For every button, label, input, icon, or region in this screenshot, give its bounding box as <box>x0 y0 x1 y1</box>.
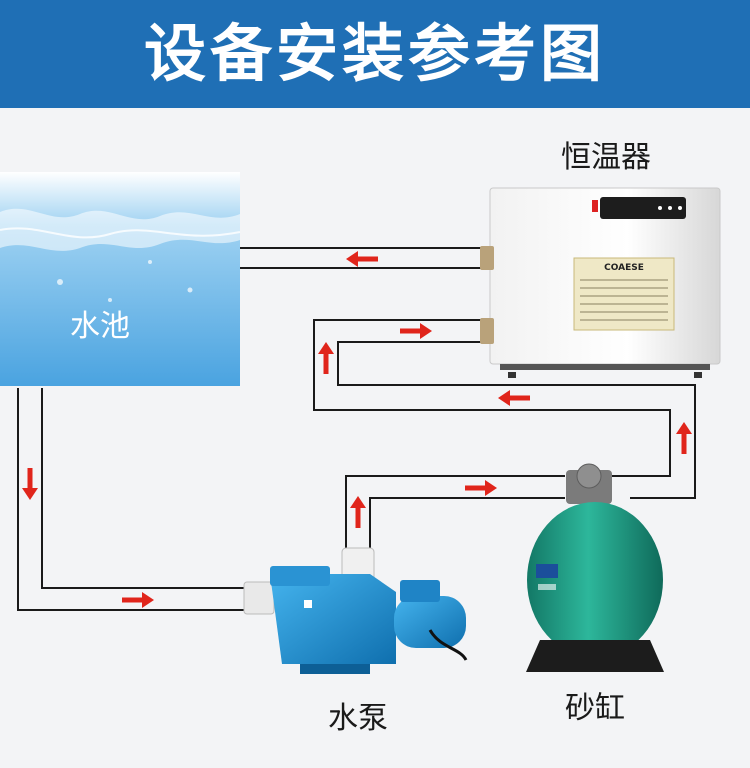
sand-filter-label: 砂缸 <box>565 691 625 726</box>
arrow-right-icon <box>400 323 432 339</box>
pipe-pool-to-pump-outer <box>18 388 248 610</box>
pipe-pump-to-filter-inner <box>370 498 565 548</box>
pool <box>0 172 240 386</box>
arrow-left-icon <box>346 251 378 267</box>
pipe-pump-to-filter-outer <box>346 476 565 548</box>
pump <box>244 548 466 674</box>
pool-label: 水池 <box>70 309 130 344</box>
arrow-up-icon <box>318 342 334 374</box>
heater-brand-label: COAESE <box>604 263 644 273</box>
pump-label: 水泵 <box>328 701 388 736</box>
installation-diagram: COAESE 水池 恒温器 水泵 砂缸 <box>0 108 750 768</box>
arrow-left-icon <box>498 390 530 406</box>
arrow-up-icon <box>350 496 366 528</box>
arrow-right-icon <box>122 592 154 608</box>
arrow-right-icon <box>465 480 497 496</box>
heater-inlet <box>480 318 494 344</box>
page-title: 设备安装参考图 <box>0 0 750 108</box>
arrow-up-icon <box>676 422 692 454</box>
heater: COAESE <box>480 188 720 378</box>
sand-filter <box>526 464 664 672</box>
heater-control-panel <box>600 197 686 219</box>
heater-outlet <box>480 246 494 270</box>
heater-label: 恒温器 <box>561 140 651 175</box>
arrow-down-icon <box>22 468 38 500</box>
pipe-pool-to-pump-inner <box>42 388 248 588</box>
